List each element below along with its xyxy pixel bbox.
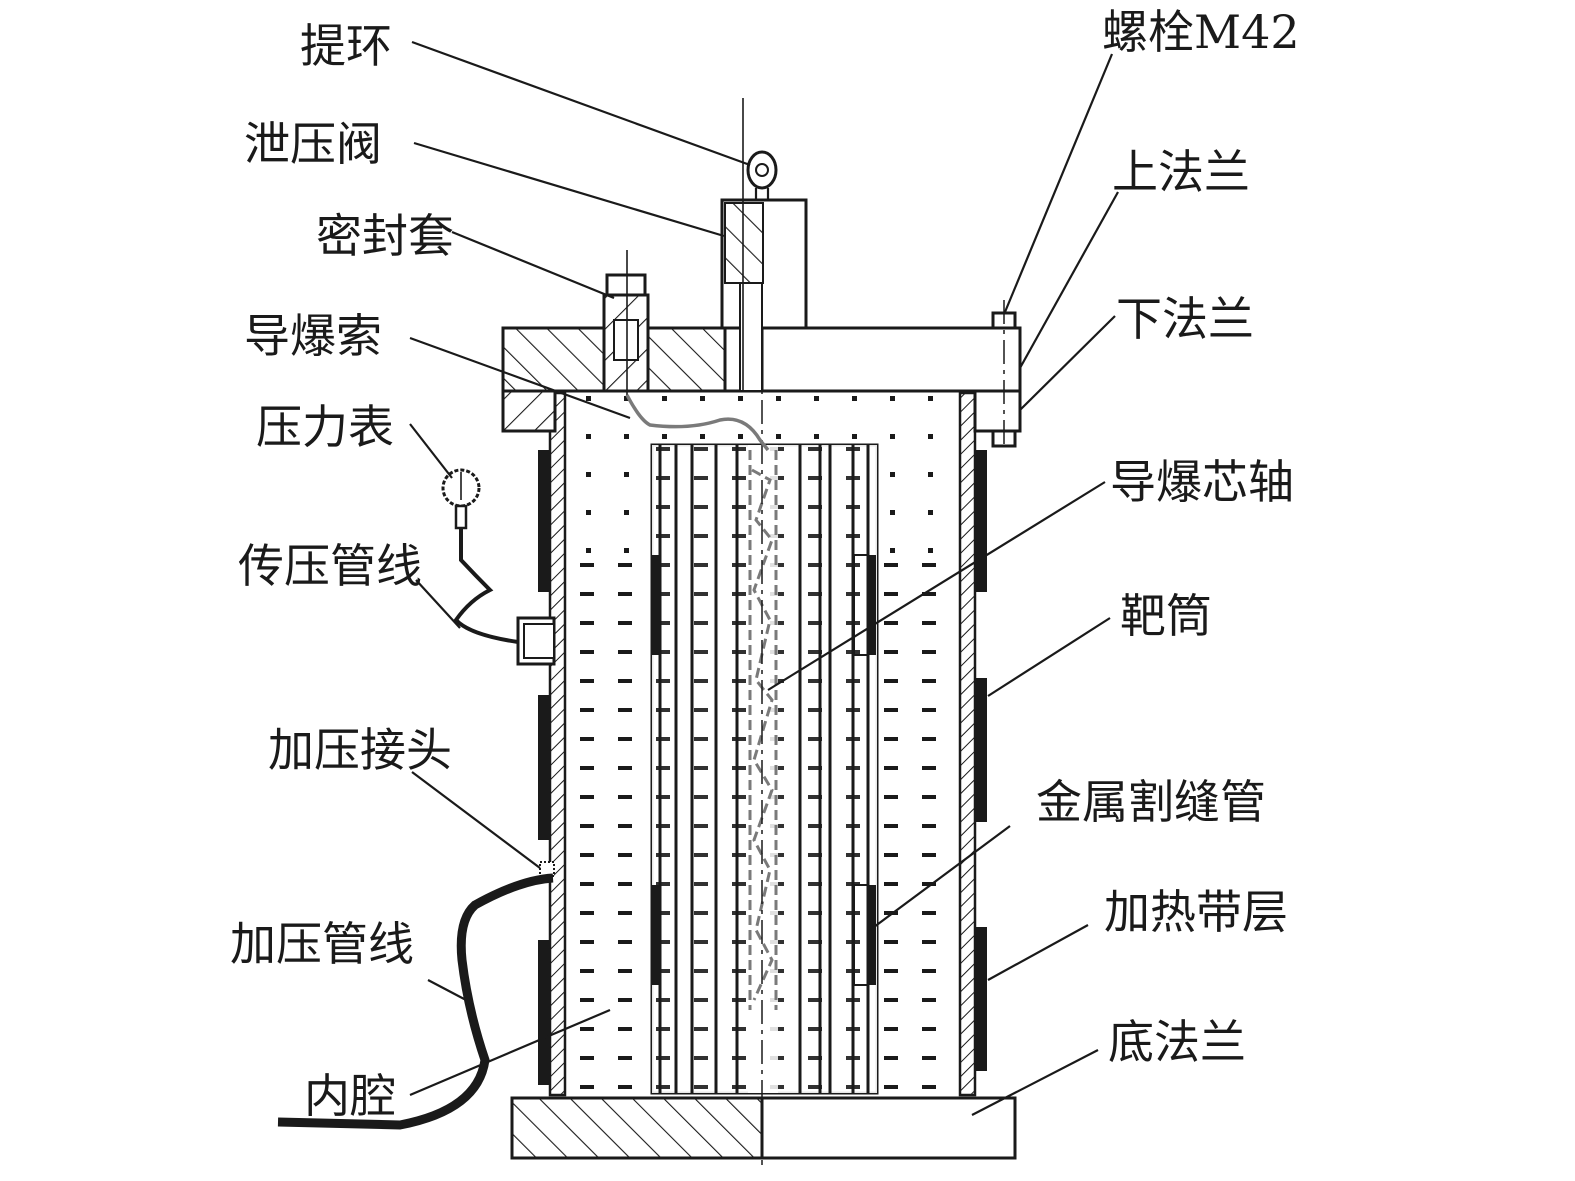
pressure-gauge bbox=[441, 468, 481, 530]
pressure-transfer-line bbox=[453, 528, 519, 644]
label-detonating-cord: 导爆索 bbox=[244, 309, 382, 363]
detonating-core-shaft bbox=[748, 445, 778, 1093]
target-cylinder-wall-right bbox=[958, 391, 977, 1097]
label-bolt-m42: 螺栓M42 bbox=[1102, 5, 1300, 59]
bottom-flange-right bbox=[760, 1096, 1017, 1160]
relief-valve bbox=[720, 198, 808, 392]
label-bottom-flange: 底法兰 bbox=[1108, 1015, 1246, 1069]
label-lifting-ring: 提环 bbox=[300, 19, 392, 73]
label-upper-flange: 上法兰 bbox=[1112, 145, 1250, 199]
label-inner-cavity: 内腔 bbox=[304, 1069, 396, 1123]
label-pressurizing-line: 加压管线 bbox=[230, 917, 414, 971]
lower-flange-left bbox=[501, 389, 557, 433]
seal-sleeve bbox=[602, 250, 650, 400]
label-pressurizing-joint: 加压接头 bbox=[268, 723, 452, 777]
target-cylinder-wall-left bbox=[548, 391, 567, 1097]
label-slotted-metal-pipe: 金属割缝管 bbox=[1036, 775, 1266, 829]
lifting-ring bbox=[742, 98, 778, 390]
heating-band bbox=[538, 450, 549, 592]
bolt-m42 bbox=[991, 300, 1017, 448]
labels: 提环 泄压阀 密封套 导爆索 压力表 传压管线 加压接头 加压管线 内腔 螺栓M… bbox=[230, 5, 1300, 1123]
upper-flange-right bbox=[760, 326, 1022, 393]
label-pressure-transfer-line: 传压管线 bbox=[238, 539, 422, 593]
label-target-cylinder: 靶筒 bbox=[1120, 589, 1212, 643]
heating-band bbox=[976, 678, 987, 822]
heating-band bbox=[538, 695, 549, 840]
lower-flange-right bbox=[973, 389, 1022, 433]
heating-band bbox=[976, 927, 987, 1071]
apparatus-body bbox=[277, 98, 1022, 1165]
heating-band bbox=[538, 940, 549, 1085]
label-detonating-core-shaft: 导爆芯轴 bbox=[1110, 455, 1294, 509]
label-pressure-gauge: 压力表 bbox=[256, 400, 394, 454]
pressurizing-joint bbox=[539, 861, 555, 877]
bottom-flange-left bbox=[510, 1096, 764, 1160]
pressurizing-line bbox=[277, 873, 554, 1130]
label-lower-flange: 下法兰 bbox=[1116, 292, 1254, 346]
label-seal-sleeve: 密封套 bbox=[316, 209, 454, 263]
detonating-cord bbox=[625, 394, 770, 452]
label-relief-valve: 泄压阀 bbox=[244, 117, 382, 171]
label-heating-band-layer: 加热带层 bbox=[1104, 885, 1288, 939]
leader-lines bbox=[409, 40, 1119, 1116]
heating-band bbox=[976, 450, 987, 592]
